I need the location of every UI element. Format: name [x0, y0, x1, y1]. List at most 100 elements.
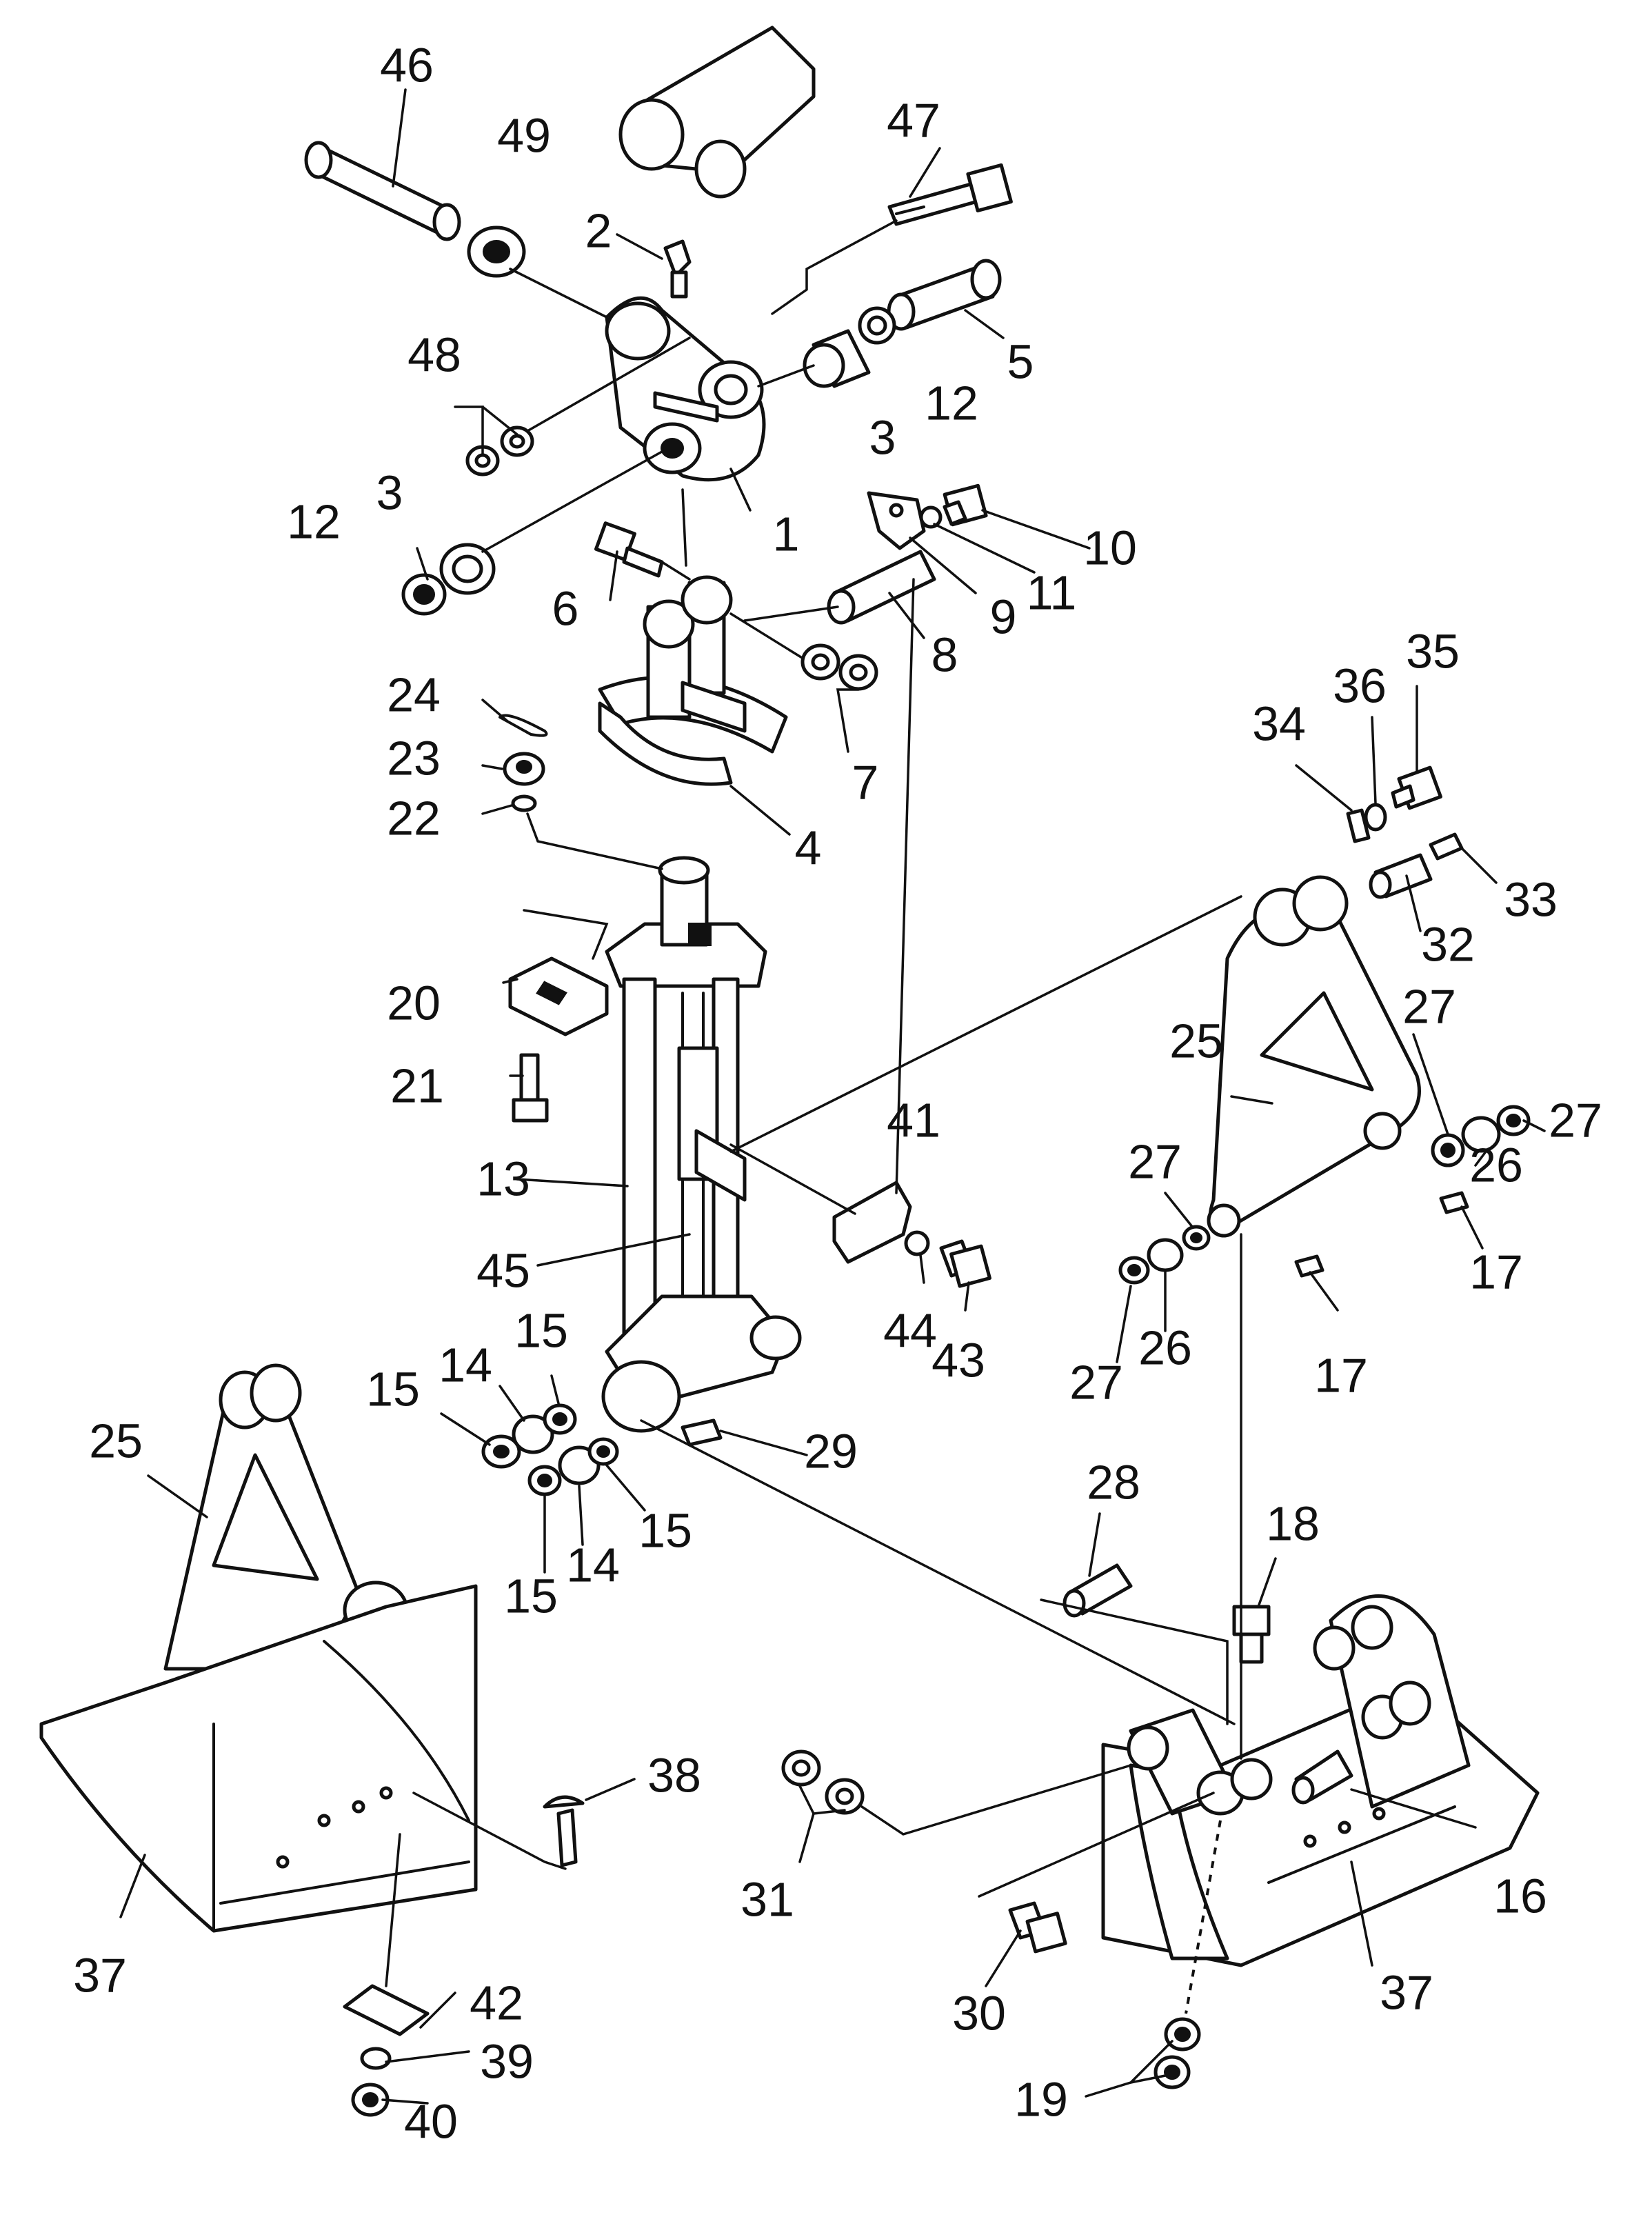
callout-14-a: 14 — [439, 1338, 492, 1392]
seal-27-d — [1118, 1256, 1150, 1285]
swing-bracket-1 — [605, 296, 766, 482]
nuts-48 — [465, 425, 534, 477]
callout-6: 6 — [552, 581, 579, 635]
bolt-35 — [1391, 765, 1442, 810]
seal-27-c — [1182, 1225, 1211, 1251]
grease-nipple-33 — [1429, 832, 1464, 861]
callout-2: 2 — [585, 203, 612, 257]
seal-15-c — [527, 1465, 562, 1496]
nuts-19 — [1154, 2017, 1201, 2089]
callout-27-d: 27 — [1069, 1355, 1123, 1409]
washer-44 — [904, 1230, 930, 1256]
callout-27-b: 27 — [1549, 1093, 1602, 1147]
seal-27-b — [1496, 1105, 1531, 1136]
pin-16 — [1291, 1749, 1353, 1805]
callout-18: 18 — [1266, 1496, 1320, 1550]
callout-36: 36 — [1333, 659, 1387, 712]
bolt-30 — [1008, 1901, 1067, 1954]
pin-28 — [1062, 1563, 1133, 1618]
callout-29: 29 — [804, 1424, 858, 1478]
callout-17-b: 17 — [1314, 1348, 1368, 1402]
tooth-42 — [343, 1984, 430, 2036]
callout-12-right: 12 — [925, 376, 978, 430]
callout-27-c: 27 — [1128, 1134, 1182, 1188]
assembly-lines — [385, 219, 1242, 2014]
callout-30: 30 — [952, 1986, 1006, 2040]
bolt-6 — [594, 521, 664, 578]
callout-45: 45 — [476, 1243, 530, 1297]
callout-40: 40 — [404, 2094, 458, 2148]
callout-43: 43 — [931, 1333, 985, 1387]
seal-15-b — [543, 1403, 577, 1435]
plate-34 — [1346, 808, 1371, 843]
callout-5: 5 — [1007, 334, 1034, 388]
bolt-38 — [543, 1795, 585, 1867]
pin-46 — [304, 141, 461, 241]
link-25-right — [1207, 875, 1421, 1238]
callout-25-left: 25 — [89, 1414, 143, 1467]
seal-12-left — [401, 573, 447, 616]
callout-15-b: 15 — [514, 1303, 568, 1357]
grease-nipple-2 — [663, 239, 692, 299]
plate-20 — [508, 956, 609, 1036]
callout-8: 8 — [931, 628, 958, 681]
callout-31: 31 — [741, 1872, 794, 1926]
callout-37-left: 37 — [73, 1948, 127, 2002]
bushing-3-left — [439, 543, 496, 595]
washer-36 — [1364, 803, 1387, 832]
pin-5 — [887, 259, 1002, 331]
bolt-10 — [943, 483, 988, 527]
callout-3-left: 3 — [376, 465, 403, 519]
callout-42: 42 — [470, 1976, 523, 2029]
bucket-37-left — [39, 1584, 478, 1933]
callout-1: 1 — [773, 507, 800, 561]
column-13 — [601, 856, 802, 1433]
nuts-7 — [800, 643, 878, 691]
nuts-31 — [781, 1749, 865, 1815]
bolt-18 — [1232, 1605, 1271, 1664]
callout-48: 48 — [407, 328, 461, 381]
callout-46: 46 — [380, 38, 434, 92]
callout-20: 20 — [387, 976, 441, 1030]
callout-38: 38 — [647, 1748, 701, 1802]
callout-25-right: 25 — [1169, 1014, 1223, 1067]
bracket-4 — [598, 575, 788, 786]
callout-9: 9 — [990, 590, 1017, 643]
grease-nipple-17-a — [1439, 1191, 1469, 1214]
callout-13: 13 — [476, 1152, 530, 1205]
callout-19: 19 — [1014, 2072, 1068, 2126]
callout-41: 41 — [887, 1093, 940, 1147]
callout-37-right: 37 — [1380, 1965, 1433, 2019]
callout-34: 34 — [1252, 696, 1306, 750]
callout-39: 39 — [480, 2034, 534, 2088]
collar-49 — [467, 225, 526, 278]
callout-14-b: 14 — [566, 1538, 620, 1592]
nut-23 — [503, 752, 545, 786]
callout-32: 32 — [1421, 917, 1475, 971]
callout-15-c: 15 — [504, 1569, 558, 1623]
washer-22 — [511, 794, 537, 812]
washer-39 — [360, 2047, 392, 2070]
callout-leaders — [119, 88, 1546, 2105]
callout-33: 33 — [1504, 872, 1558, 926]
callout-26-b: 26 — [1138, 1321, 1192, 1374]
lock-plate-9 — [867, 491, 926, 550]
washer-11 — [919, 505, 943, 529]
bolt-43 — [939, 1239, 991, 1288]
callout-12-left: 12 — [287, 494, 341, 548]
callout-35: 35 — [1406, 624, 1460, 678]
plate-41 — [832, 1181, 912, 1264]
callout-16: 16 — [1493, 1869, 1547, 1923]
callout-27-a: 27 — [1402, 979, 1456, 1033]
seal-12-right — [858, 306, 896, 345]
bucket-37-right — [1101, 1594, 1540, 1967]
callout-24: 24 — [387, 668, 441, 721]
seal-27-a — [1431, 1133, 1465, 1167]
boom-arm — [618, 26, 816, 199]
callout-7: 7 — [852, 755, 879, 809]
callout-23: 23 — [387, 731, 441, 785]
callout-15-d: 15 — [638, 1503, 692, 1557]
bushing-14-a — [512, 1414, 554, 1454]
callout-15-a: 15 — [366, 1362, 420, 1416]
